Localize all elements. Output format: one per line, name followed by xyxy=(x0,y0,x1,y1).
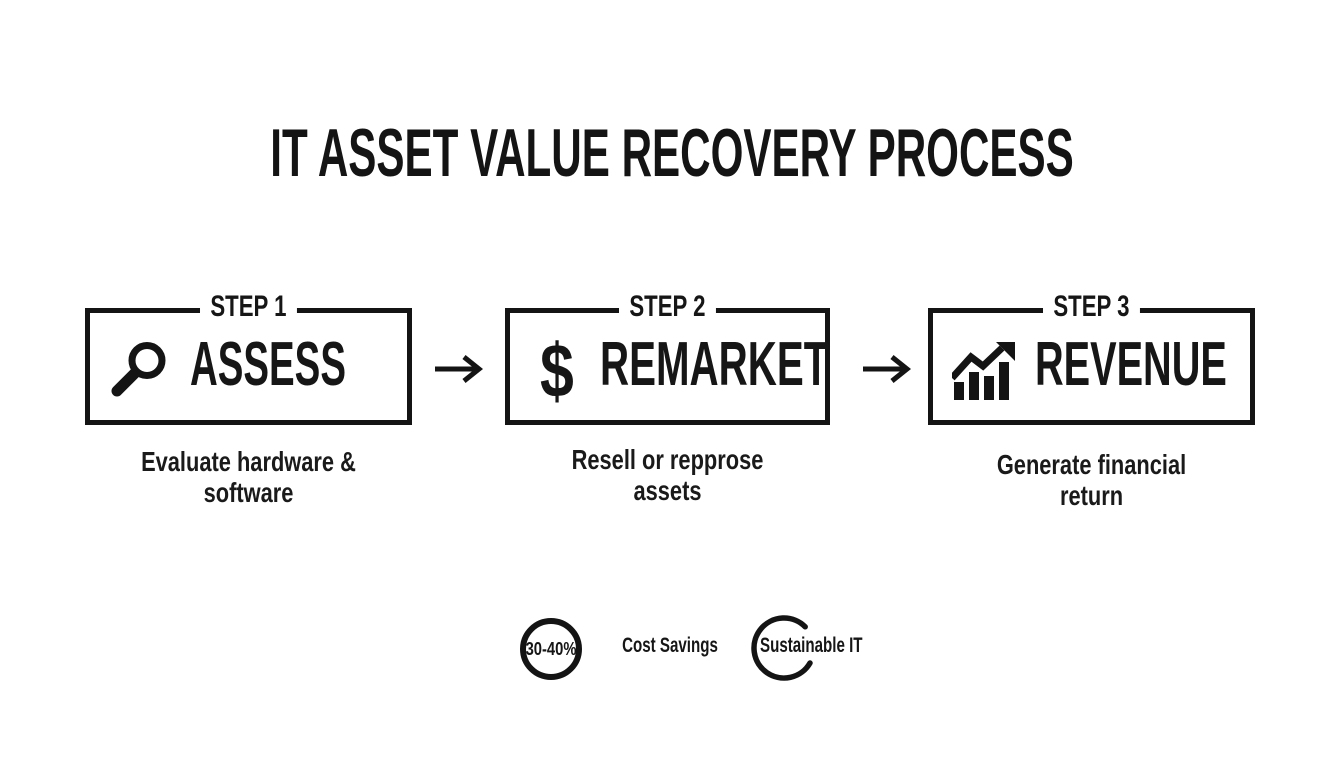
step-3-legend-wrap: STEP 3 xyxy=(933,292,1250,322)
cost-savings-label: Cost Savings xyxy=(622,634,718,657)
cost-savings-percent-value: 30-40% xyxy=(525,638,577,659)
step-3-label: STEP 3 xyxy=(1043,292,1140,322)
magnifier-icon xyxy=(108,338,168,405)
arrow-right-icon xyxy=(432,354,484,389)
step-1-label: STEP 1 xyxy=(200,292,297,322)
dollar-icon: $ xyxy=(540,329,574,414)
open-circle-icon xyxy=(748,612,824,693)
step-1-description: Evaluate hardware & software xyxy=(141,446,356,508)
step-2-name: REMARKET xyxy=(600,330,829,399)
step-1-name: ASSESS xyxy=(190,330,346,399)
step-box-remarket: STEP 2 $ REMARKET xyxy=(505,292,830,425)
step-3-description: Generate financial return xyxy=(996,449,1187,511)
arrow-right-icon xyxy=(860,354,912,389)
step-2-legend-wrap: STEP 2 xyxy=(510,292,825,322)
step-3-name: REVENUE xyxy=(1035,330,1227,399)
cost-savings-percent-badge: 30-40% xyxy=(520,618,582,680)
step-1-legend-wrap: STEP 1 xyxy=(90,292,407,322)
step-2-description: Resell or repprose assets xyxy=(571,444,764,506)
step-box-revenue: STEP 3 REVENUE xyxy=(928,292,1255,425)
sustainable-it-label: Sustainable IT xyxy=(760,634,863,657)
bar-chart-icon xyxy=(949,342,1022,407)
step-box-assess: STEP 1 ASSESS xyxy=(85,292,412,425)
page-title: IT ASSET VALUE RECOVERY PROCESS xyxy=(270,115,1074,191)
step-2-label: STEP 2 xyxy=(619,292,716,322)
